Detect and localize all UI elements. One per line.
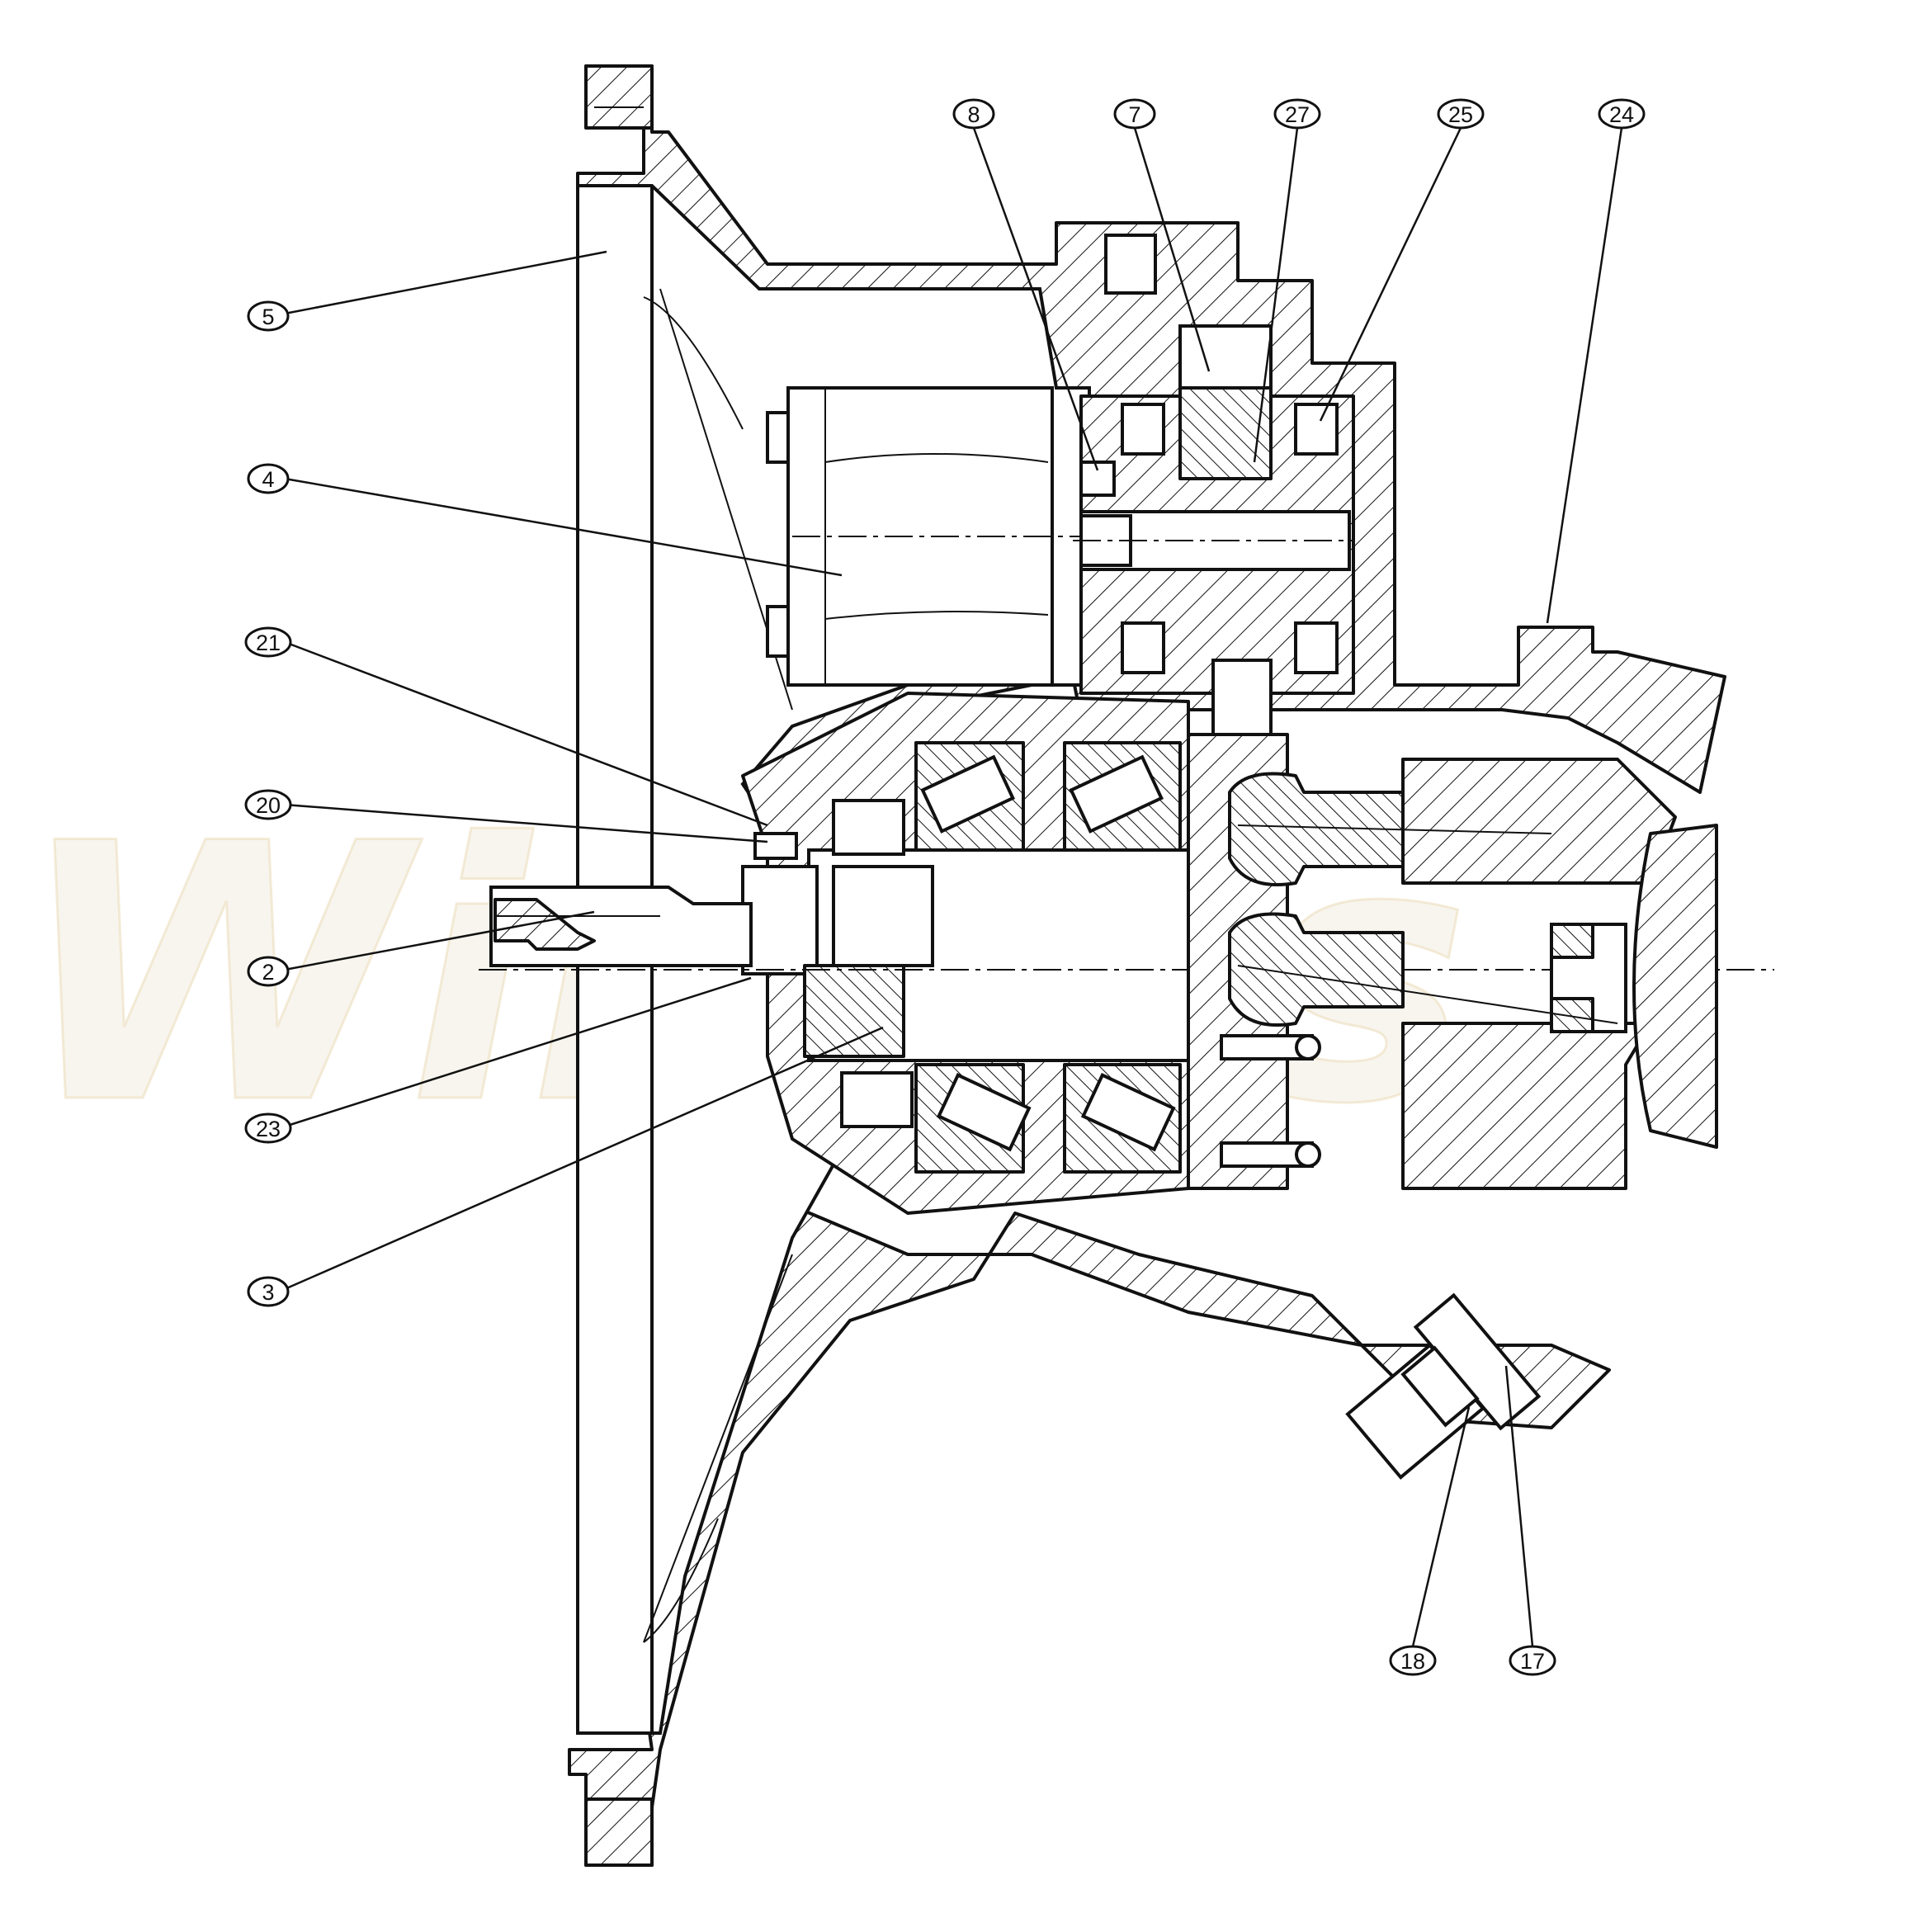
callout-3: 3 bbox=[247, 1276, 290, 1307]
callout-4: 4 bbox=[247, 463, 290, 494]
top-gear-assembly bbox=[1073, 234, 1355, 744]
pump-block bbox=[766, 386, 1114, 687]
svg-text:24: 24 bbox=[1609, 102, 1634, 127]
svg-text:4: 4 bbox=[262, 467, 274, 492]
callout-18: 18 bbox=[1389, 1645, 1437, 1676]
svg-text:5: 5 bbox=[262, 305, 274, 329]
callout-21: 21 bbox=[244, 626, 292, 658]
svg-text:27: 27 bbox=[1285, 102, 1310, 127]
callout-24: 24 bbox=[1598, 98, 1646, 130]
callout-5: 5 bbox=[247, 300, 290, 332]
svg-text:21: 21 bbox=[256, 631, 281, 655]
flange-top-lug bbox=[584, 64, 654, 130]
callout-17: 17 bbox=[1509, 1645, 1556, 1676]
svg-text:8: 8 bbox=[967, 102, 980, 127]
svg-text:3: 3 bbox=[262, 1280, 274, 1305]
cylinder-block bbox=[1187, 733, 1718, 1190]
svg-text:20: 20 bbox=[256, 793, 281, 818]
svg-text:7: 7 bbox=[1128, 102, 1140, 127]
hub-bolts bbox=[1220, 1034, 1321, 1168]
svg-text:25: 25 bbox=[1448, 102, 1473, 127]
svg-text:23: 23 bbox=[256, 1117, 281, 1141]
callout-8: 8 bbox=[952, 98, 995, 130]
drain-plug bbox=[1345, 1292, 1542, 1480]
svg-text:2: 2 bbox=[262, 960, 274, 985]
leader-lines bbox=[284, 127, 1623, 1647]
callout-2: 2 bbox=[247, 956, 290, 987]
callout-25: 25 bbox=[1437, 98, 1485, 130]
callout-23: 23 bbox=[244, 1112, 292, 1144]
svg-text:18: 18 bbox=[1400, 1649, 1425, 1674]
flange-bottom-lug bbox=[584, 1797, 654, 1867]
callout-27: 27 bbox=[1273, 98, 1321, 130]
output-shaft bbox=[489, 886, 753, 967]
svg-text:17: 17 bbox=[1520, 1649, 1545, 1674]
callout-7: 7 bbox=[1113, 98, 1156, 130]
taper-rollers bbox=[832, 741, 1182, 1174]
callout-20: 20 bbox=[244, 789, 292, 820]
